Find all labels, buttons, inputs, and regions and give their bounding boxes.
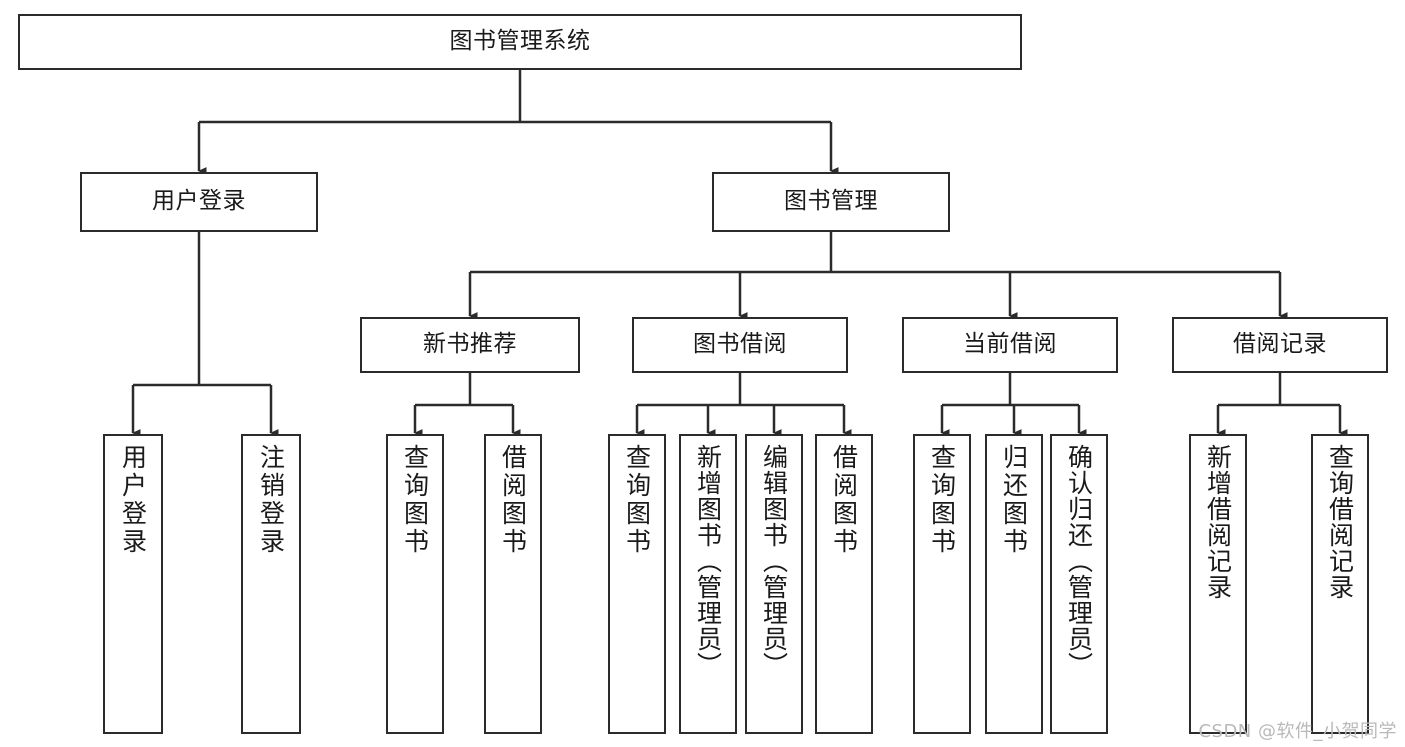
node-leaf-query-record[interactable]: 查询借阅记录 bbox=[1311, 434, 1369, 734]
node-leaf-logout-label: 注销登录 bbox=[256, 444, 286, 556]
node-leaf-query-book-3-label: 查询图书 bbox=[927, 444, 957, 556]
node-borrow-record[interactable]: 借阅记录 bbox=[1172, 317, 1388, 373]
node-root-label: 图书管理系统 bbox=[449, 28, 591, 55]
node-leaf-add-book[interactable]: 新增图书（管理员） bbox=[679, 434, 737, 734]
node-new-book-rec-label: 新书推荐 bbox=[423, 331, 517, 358]
node-leaf-query-book-3[interactable]: 查询图书 bbox=[913, 434, 971, 734]
node-leaf-user-login[interactable]: 用户登录 bbox=[103, 434, 163, 734]
node-user-login[interactable]: 用户登录 bbox=[80, 172, 318, 232]
node-book-borrow-label: 图书借阅 bbox=[693, 331, 787, 358]
node-book-manage-label: 图书管理 bbox=[784, 188, 878, 215]
node-book-manage[interactable]: 图书管理 bbox=[712, 172, 950, 232]
node-current-borrow[interactable]: 当前借阅 bbox=[902, 317, 1118, 373]
node-user-login-label: 用户登录 bbox=[152, 188, 246, 215]
node-leaf-user-login-label: 用户登录 bbox=[118, 444, 148, 556]
node-leaf-query-book-2[interactable]: 查询图书 bbox=[608, 434, 666, 734]
node-leaf-borrow-book-1-label: 借阅图书 bbox=[498, 444, 528, 556]
node-borrow-record-label: 借阅记录 bbox=[1233, 331, 1327, 358]
node-leaf-add-book-label: 新增图书（管理员） bbox=[693, 444, 723, 678]
node-leaf-confirm-return-label: 确认归还（管理员） bbox=[1064, 444, 1094, 678]
node-leaf-borrow-book-2-label: 借阅图书 bbox=[829, 444, 859, 556]
node-leaf-edit-book[interactable]: 编辑图书（管理员） bbox=[745, 434, 803, 734]
node-leaf-borrow-book-1[interactable]: 借阅图书 bbox=[484, 434, 542, 734]
node-leaf-add-record[interactable]: 新增借阅记录 bbox=[1189, 434, 1247, 734]
node-leaf-query-book-1[interactable]: 查询图书 bbox=[386, 434, 444, 734]
node-leaf-confirm-return[interactable]: 确认归还（管理员） bbox=[1050, 434, 1108, 734]
node-leaf-return-book-label: 归还图书 bbox=[999, 444, 1029, 556]
node-leaf-query-book-2-label: 查询图书 bbox=[622, 444, 652, 556]
node-leaf-logout[interactable]: 注销登录 bbox=[241, 434, 301, 734]
node-leaf-query-record-label: 查询借阅记录 bbox=[1325, 444, 1355, 600]
node-leaf-edit-book-label: 编辑图书（管理员） bbox=[759, 444, 789, 678]
node-leaf-add-record-label: 新增借阅记录 bbox=[1203, 444, 1233, 600]
node-leaf-return-book[interactable]: 归还图书 bbox=[985, 434, 1043, 734]
node-book-borrow[interactable]: 图书借阅 bbox=[632, 317, 848, 373]
node-current-borrow-label: 当前借阅 bbox=[963, 331, 1057, 358]
node-leaf-query-book-1-label: 查询图书 bbox=[400, 444, 430, 556]
node-leaf-borrow-book-2[interactable]: 借阅图书 bbox=[815, 434, 873, 734]
node-root[interactable]: 图书管理系统 bbox=[18, 14, 1022, 70]
node-new-book-rec[interactable]: 新书推荐 bbox=[360, 317, 580, 373]
watermark-text: CSDN @软件_小贺同学 bbox=[1198, 721, 1397, 742]
